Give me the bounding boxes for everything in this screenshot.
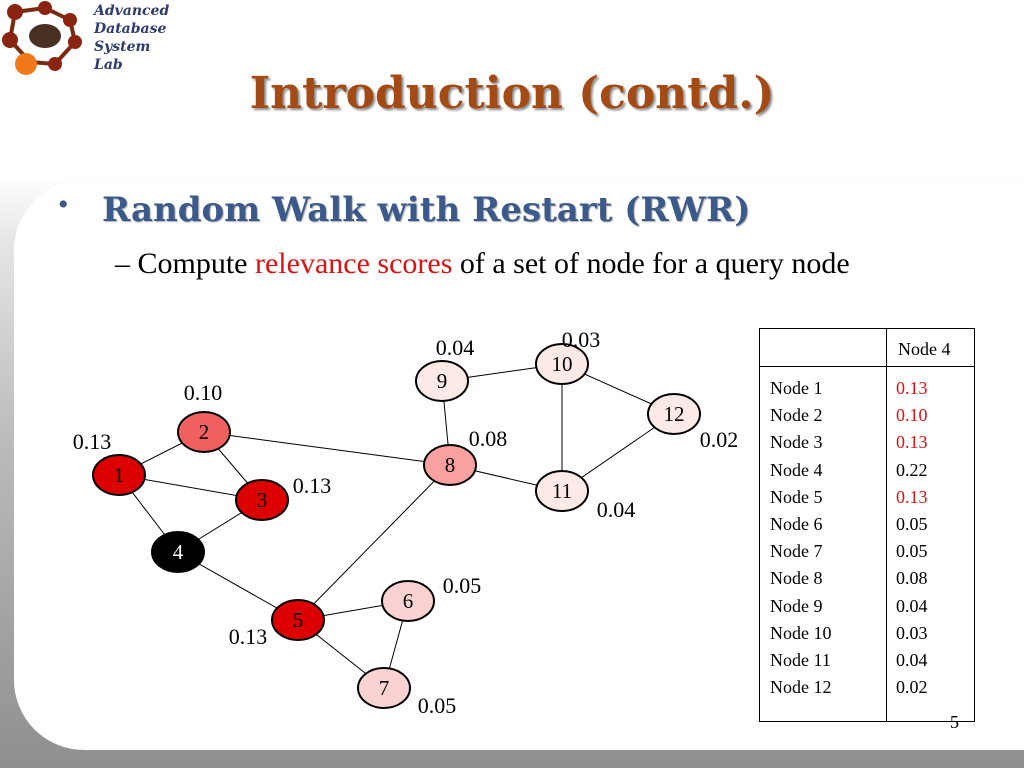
graph-node-score: 0.05 <box>418 693 457 718</box>
graph-node-label: 2 <box>199 420 210 444</box>
table-node-label: Node 2 <box>770 405 823 426</box>
sub-bullet-text-after: of a set of node for a query node <box>452 247 850 280</box>
graph-edge-5-8 <box>297 464 451 621</box>
table-score-value: 0.03 <box>896 622 928 643</box>
lab-logo-icon <box>2 1 82 75</box>
graph-node-circle <box>92 454 146 496</box>
table-node-label: Node 5 <box>770 486 823 507</box>
graph-node-label: 9 <box>437 369 448 393</box>
graph-node-2: 2 <box>177 411 231 453</box>
table-score-value: 0.08 <box>896 568 928 589</box>
graph-node-10: 10 <box>535 343 589 385</box>
graph-node-score: 0.13 <box>229 624 268 649</box>
graph-node-6: 6 <box>381 580 435 622</box>
graph-node-circle <box>357 667 411 709</box>
table-divider <box>886 329 887 721</box>
graph-node-label: 10 <box>552 352 573 376</box>
graph-node-label: 7 <box>379 676 390 700</box>
page-title: Introduction (contd.) <box>249 68 775 119</box>
table-node-label: Node 12 <box>770 677 832 698</box>
score-column: 0.13 0.10 0.13 0.22 0.13 0.05 0.05 0.08 0.04 0.03… <box>896 375 928 701</box>
highlight-relevance-scores: relevance scores <box>255 247 453 280</box>
graph-node-circle <box>177 411 231 453</box>
bullet-text: Random Walk with Restart (RWR) <box>102 190 751 230</box>
table-score-value: 0.22 <box>896 459 928 480</box>
graph-node-7: 7 <box>357 667 411 709</box>
table-node-label: Node 9 <box>770 595 823 616</box>
graph-node-label: 6 <box>403 589 414 613</box>
table-score-value: 0.13 <box>896 432 928 453</box>
graph-node-score: 0.13 <box>73 429 112 454</box>
graph-node-label: 5 <box>293 608 304 632</box>
table-score-value: 0.02 <box>896 677 928 698</box>
bullet-dot: • <box>58 188 69 221</box>
graph-node-5: 5 <box>271 599 325 641</box>
graph-node-12: 12 <box>647 393 701 435</box>
table-node-label: Node 1 <box>770 378 823 398</box>
table-header-row <box>760 329 974 367</box>
graph-node-score: 0.04 <box>436 335 475 360</box>
graph-node-circle <box>235 479 289 521</box>
lab-name: Advanced Database System Lab <box>94 3 170 73</box>
graph-node-score: 0.13 <box>293 473 332 498</box>
page-number: 5 <box>950 712 959 732</box>
graph-edge-2-8 <box>203 431 451 466</box>
table-node-label: Node 11 <box>770 650 831 671</box>
table-score-value: 0.10 <box>896 405 928 426</box>
sub-bullet-dash: – <box>115 247 130 280</box>
graph-node-3: 3 <box>235 479 289 521</box>
table-header-node4: Node 4 <box>898 339 951 359</box>
graph-node-score: 0.10 <box>184 380 223 405</box>
sub-bullet: – Compute relevance scores of a set of n… <box>115 244 975 284</box>
node-column: Node 1 Node 2 Node 3 Node 4 Node 5 Node 6 Node… <box>770 375 832 701</box>
graph-node-9: 9 <box>415 360 469 402</box>
graph-node-11: 11 <box>535 470 589 512</box>
graph-node-score: 0.02 <box>700 427 739 452</box>
table-score-value: 0.05 <box>896 514 928 535</box>
graph-node-4: 4 <box>151 531 205 573</box>
graph-node-label: 1 <box>114 463 125 487</box>
table-score-value: 0.04 <box>896 595 928 616</box>
table-score-value: 0.04 <box>896 650 928 671</box>
graph-node-circle <box>151 531 205 573</box>
graph-node-circle <box>423 444 477 486</box>
graph-node-circle <box>647 393 701 435</box>
graph-node-circle <box>535 343 589 385</box>
graph-node-score: 0.04 <box>597 497 636 522</box>
graph-node-8: 8 <box>423 444 477 486</box>
graph-node-circle <box>271 599 325 641</box>
graph-node-score: 0.05 <box>443 573 482 598</box>
table-node-label: Node 7 <box>770 541 823 562</box>
table-score-value: 0.13 <box>896 378 928 398</box>
table-node-label: Node 6 <box>770 514 823 535</box>
sub-bullet-text-before: Compute <box>137 247 255 280</box>
table-score-value: 0.05 <box>896 541 928 562</box>
table-node-label: Node 4 <box>770 459 823 480</box>
graph-node-circle <box>535 470 589 512</box>
graph-node-score: 0.08 <box>469 426 508 451</box>
graph-node-label: 11 <box>552 479 572 503</box>
graph-node-label: 12 <box>664 402 685 426</box>
table-node-label: Node 10 <box>770 622 832 643</box>
table-score-value: 0.13 <box>896 486 928 507</box>
graph-node-1: 1 <box>92 454 146 496</box>
table-node-label: Node 3 <box>770 432 823 453</box>
table-node-label: Node 8 <box>770 568 823 589</box>
graph-node-label: 8 <box>445 453 456 477</box>
graph-node-label: 4 <box>173 540 184 564</box>
graph-node-circle <box>415 360 469 402</box>
graph-node-label: 3 <box>257 488 268 512</box>
graph-node-circle <box>381 580 435 622</box>
graph-node-score: 0.03 <box>562 327 601 352</box>
